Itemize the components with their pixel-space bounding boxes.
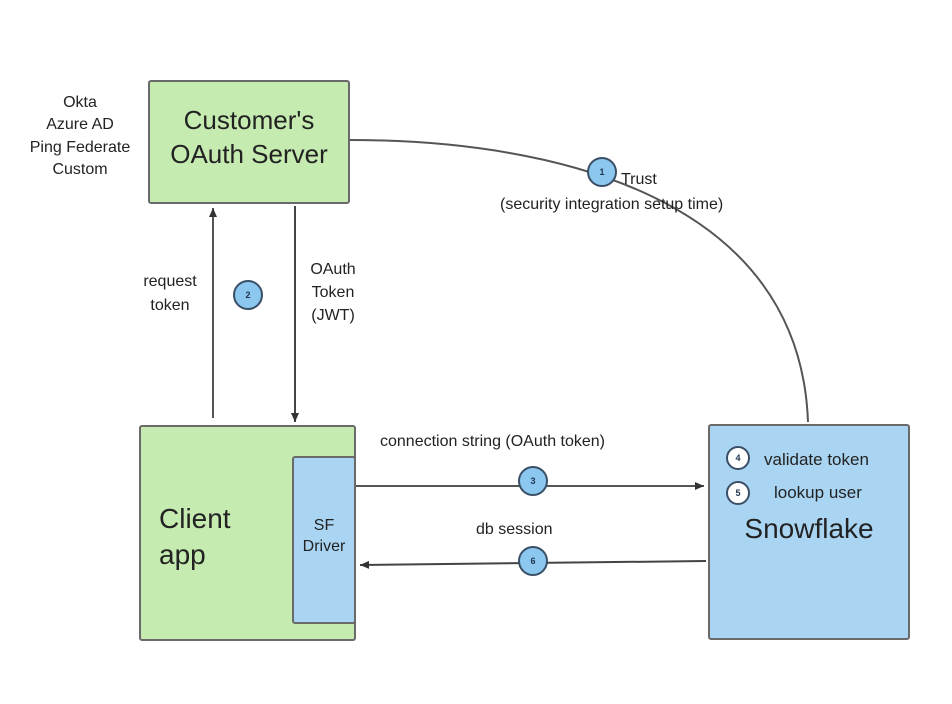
trust-connector (349, 139, 809, 423)
db-session-label: db session (476, 521, 553, 538)
lookup-user-label: lookup user (774, 483, 862, 502)
oauth-server-box: Customer's OAuth Server (148, 80, 350, 204)
oauth-server-title: Customer's OAuth Server (170, 105, 328, 169)
step-3-badge: 3 (518, 466, 548, 496)
sf-driver-title: SF Driver (302, 517, 346, 555)
trust-label: Trust (621, 171, 657, 188)
idp-item-ping-federate: Ping Federate (29, 138, 131, 156)
step-1-badge: 1 (587, 157, 617, 187)
idp-item-custom: Custom (52, 161, 108, 179)
client-app-title: Client app (159, 503, 231, 571)
idp-item-okta: Okta (63, 94, 97, 111)
idp-item-azure-ad: Azure AD (46, 116, 114, 134)
idp-list: Okta Azure AD Ping Federate Custom (8, 92, 152, 182)
oauth-token-label: OAuth Token (JWT) (310, 261, 356, 325)
snowflake-box: 4 validate token 5 lookup user Snowflake (708, 424, 910, 640)
validate-token-label: validate token (764, 450, 869, 469)
trust-sublabel: (security integration setup time) (500, 196, 724, 213)
step-5-badge: 5 (726, 481, 750, 505)
step-6-badge: 6 (518, 546, 548, 576)
request-token-label: request token (143, 273, 197, 314)
sf-driver-box: SF Driver (292, 456, 356, 624)
snowflake-title: Snowflake (744, 513, 874, 544)
step-2-badge: 2 (233, 280, 263, 310)
step-4-badge: 4 (726, 446, 750, 470)
connection-string-label: connection string (OAuth token) (380, 433, 606, 450)
